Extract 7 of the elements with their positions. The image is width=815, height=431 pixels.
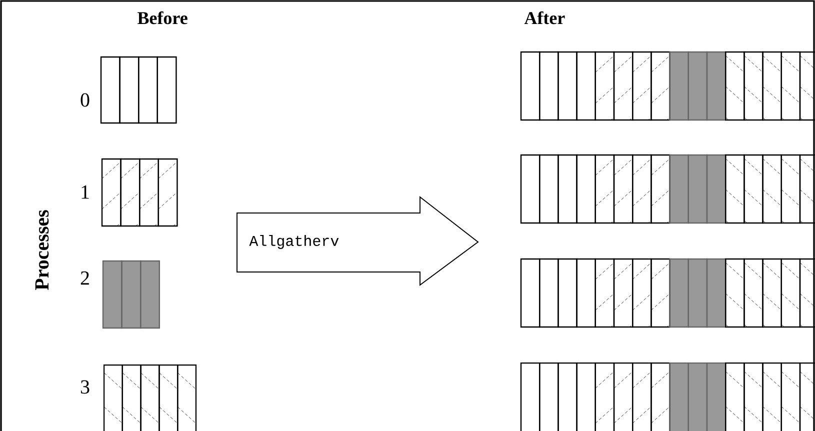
process-number: 2: [80, 271, 89, 285]
column-heading: Before: [138, 11, 188, 24]
column-heading: After: [524, 11, 565, 24]
process-number: 1: [82, 185, 89, 199]
process-number: 0: [80, 93, 90, 107]
axis-title: Processes: [35, 210, 49, 290]
process-number: 3: [80, 380, 90, 394]
